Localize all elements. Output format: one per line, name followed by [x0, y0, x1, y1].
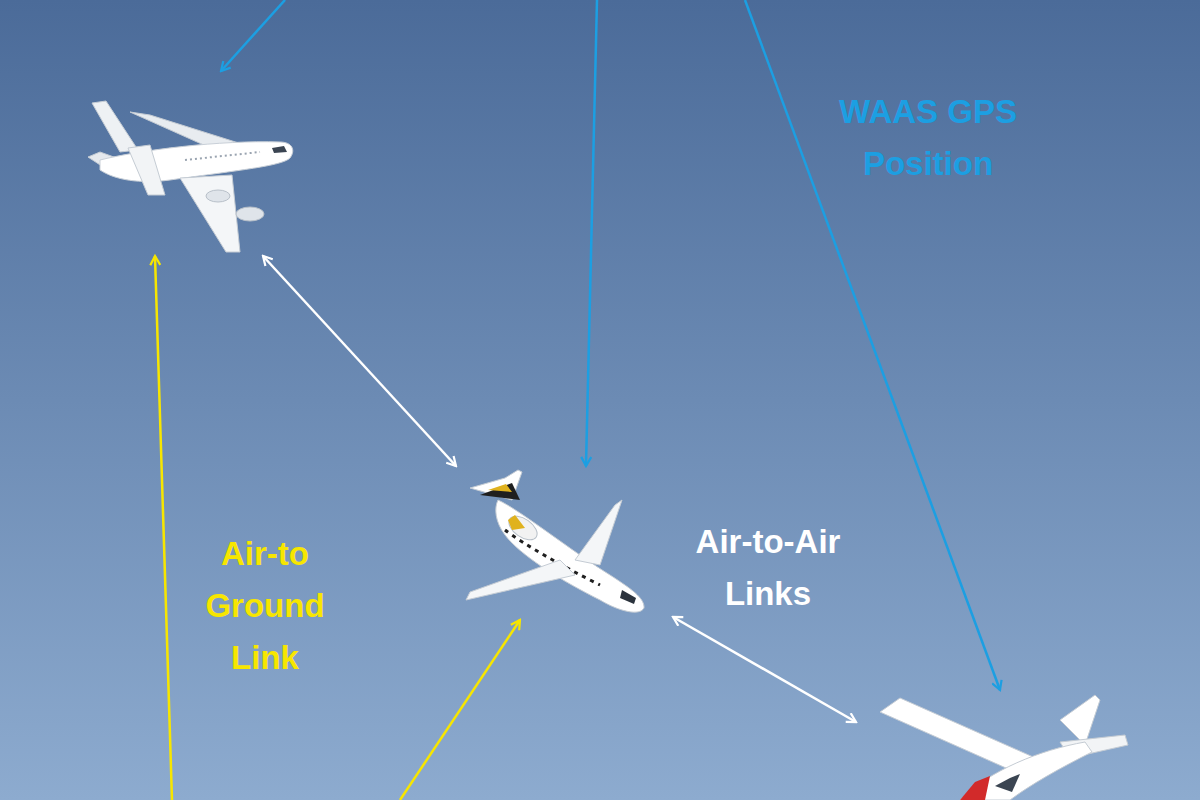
- airliner: [88, 101, 293, 252]
- business-jet: [466, 470, 644, 612]
- link-label: Air-to-Air Links: [673, 516, 863, 620]
- light-aircraft: [880, 695, 1128, 800]
- air-to-ground-arrows: [155, 256, 520, 800]
- signal-label: WAAS GPS Position: [808, 86, 1048, 190]
- air-to-air-arrows: [263, 256, 856, 722]
- link-label: Air-to Ground Link: [190, 528, 340, 684]
